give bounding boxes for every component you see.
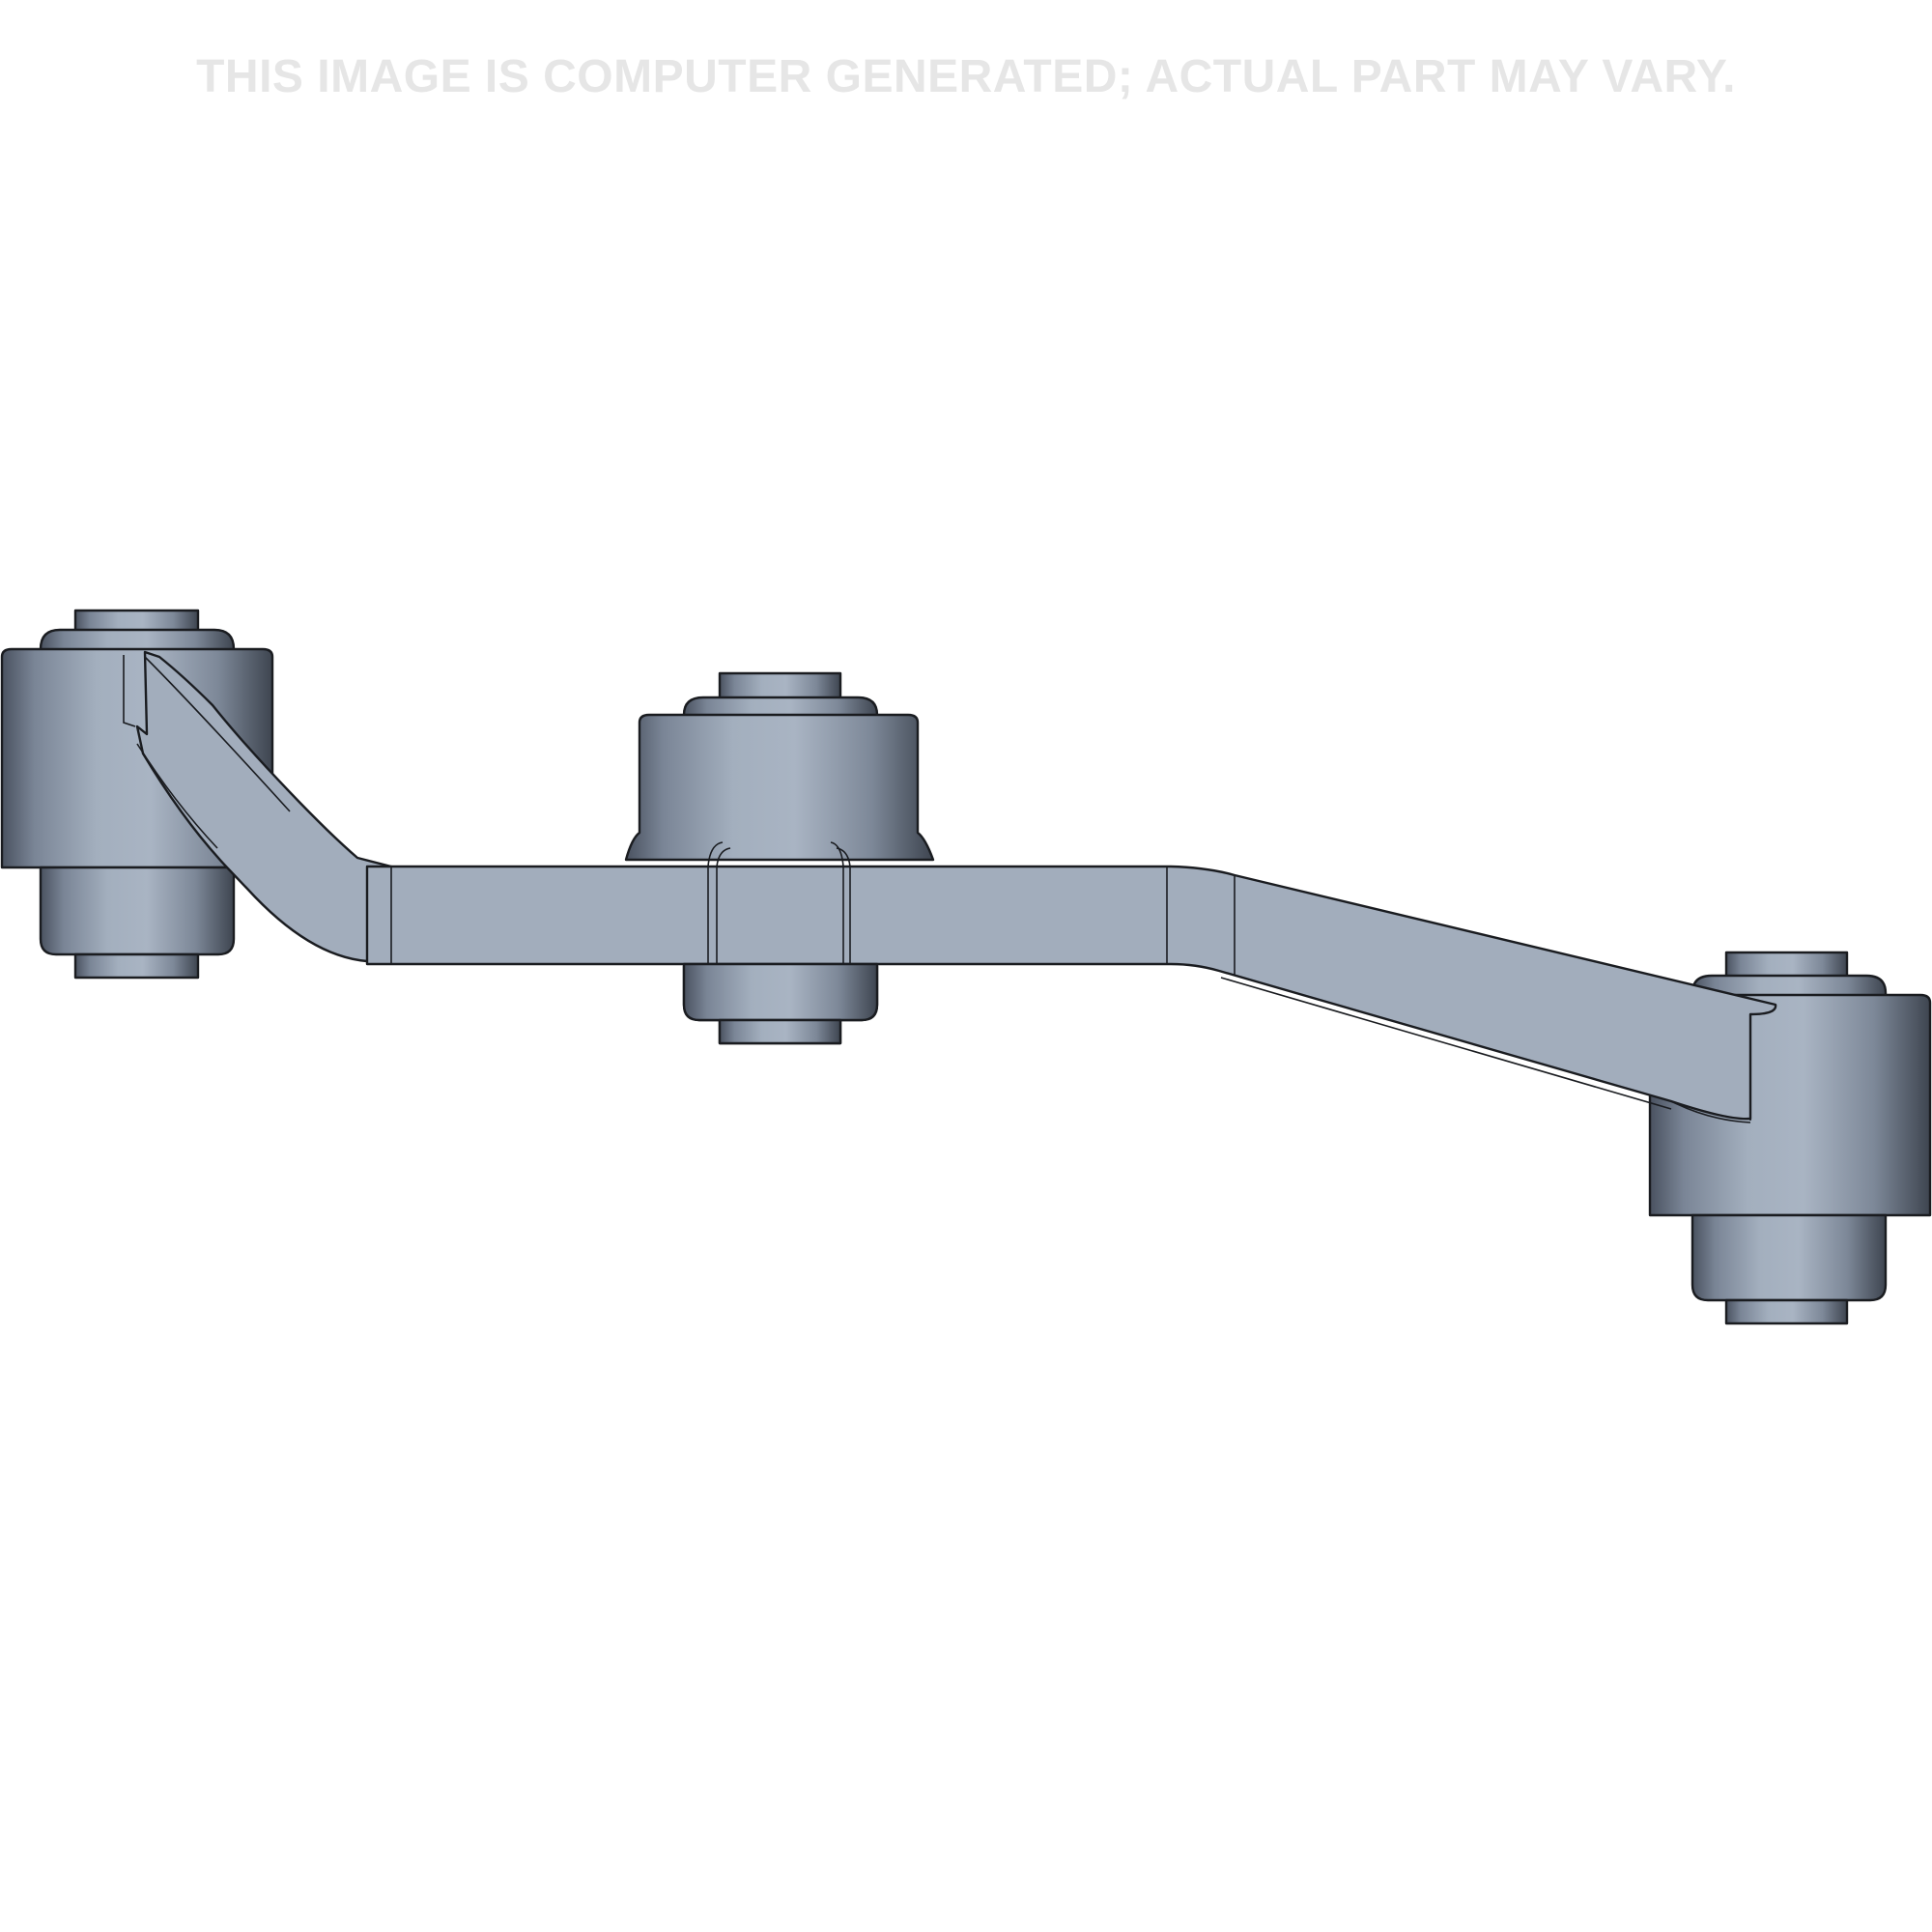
middle-bushing-lower: [682, 962, 879, 1045]
disclaimer-text: THIS IMAGE IS COMPUTER GENERATED; ACTUAL…: [196, 51, 1736, 102]
arm-body: [123, 650, 1777, 1123]
